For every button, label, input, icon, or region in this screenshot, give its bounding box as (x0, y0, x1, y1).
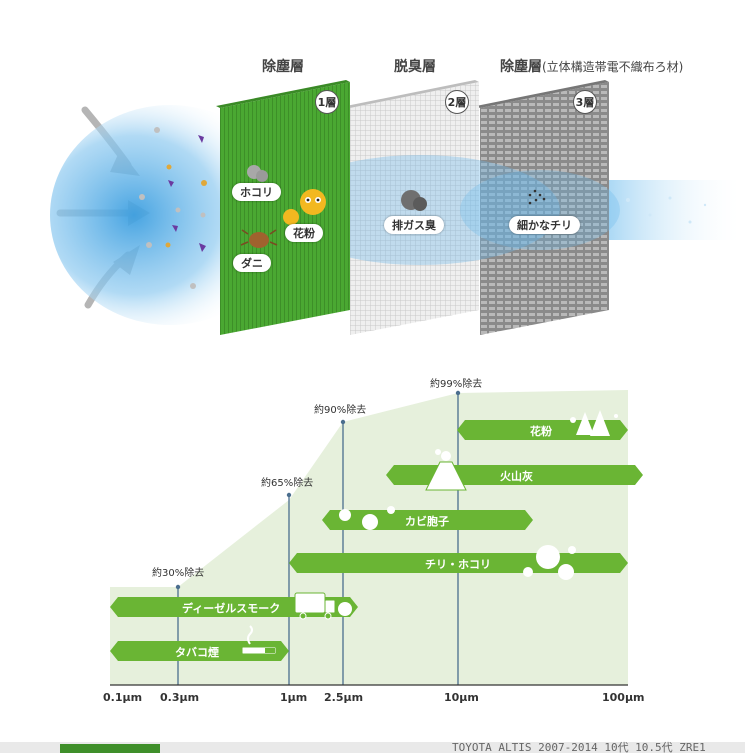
marker-30 (175, 584, 181, 590)
filter-illustration (50, 80, 745, 335)
marker-65 (286, 492, 292, 498)
mite-label: ダニ (233, 254, 271, 272)
dust-label: ホコリ (232, 183, 281, 201)
bar-pollen-label: 花粉 (530, 425, 552, 438)
bar-mold-spores-label: カビ胞子 (405, 515, 449, 528)
footer-strip (0, 742, 745, 753)
tick-0.1um: 0.1μm (103, 691, 143, 704)
layer3-filter (476, 80, 609, 335)
marker-99 (455, 390, 461, 396)
incoming-particles (139, 127, 207, 289)
tick-2.5um: 2.5μm (324, 691, 364, 704)
footer-caption: TOYOTA ALTIS 2007-2014 10代 10.5代 ZRE1 (452, 741, 706, 754)
truck-icon (294, 592, 352, 620)
tree-icon (570, 410, 618, 436)
fine-dust-label: 細かなチリ (509, 216, 580, 234)
pollen-icon (283, 189, 326, 225)
removal-chart (110, 390, 643, 686)
marker-90 (340, 419, 346, 425)
bar-volcanic-ash-label: 火山灰 (500, 470, 533, 483)
exhaust-odor-label: 排ガス臭 (384, 216, 444, 234)
footer-green-block (60, 744, 160, 753)
tick-0.3um: 0.3μm (160, 691, 200, 704)
removal-30-label: 約30%除去 (152, 568, 205, 579)
exhaust-odor-icon (401, 190, 427, 211)
tick-10um: 10μm (444, 691, 479, 704)
removal-90-label: 約90%除去 (314, 405, 367, 416)
spore-icon (339, 506, 395, 530)
removal-99-label: 約99%除去 (430, 379, 483, 390)
mite-icon (240, 229, 278, 248)
dust-icon (247, 165, 268, 182)
layer1-badge: 1層 (315, 90, 339, 114)
layer1-title: 除塵層 (262, 59, 304, 75)
clean-air-exit (585, 180, 745, 240)
layer3-title-note: (立体構造帯電不織布ろ材) (542, 60, 684, 74)
fine-dust-icon (528, 189, 546, 205)
tick-100um: 100μm (602, 691, 645, 704)
layer2-badge: 2層 (445, 90, 469, 114)
layer2-title: 脱臭層 (394, 59, 436, 75)
removal-65-label: 約65%除去 (261, 478, 314, 489)
bar-dust-label: チリ・ホコリ (425, 558, 491, 571)
cigarette-icon (241, 625, 277, 655)
layer3-title: 除塵層(立体構造帯電不織布ろ材) (500, 56, 683, 76)
layer3-title-main: 除塵層 (500, 59, 542, 75)
layer3-badge: 3層 (573, 90, 597, 114)
bar-tobacco-smoke (110, 641, 289, 661)
exit-sparkles (626, 196, 707, 230)
dust-cloud-icon (523, 545, 576, 580)
bar-tobacco-smoke-label: タバコ煙 (175, 646, 219, 659)
layer1-filter (216, 80, 350, 335)
bar-diesel-smoke-label: ディーゼルスモーク (182, 602, 281, 615)
pollen-label: 花粉 (285, 224, 323, 242)
volcano-icon (425, 449, 467, 491)
tick-1um: 1μm (280, 691, 308, 704)
